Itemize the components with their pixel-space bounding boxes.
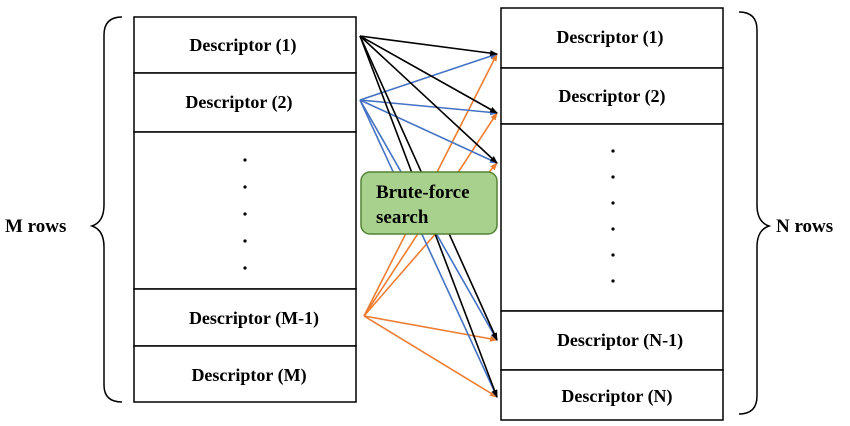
left-row-1 [133, 16, 357, 74]
left-vertical-ellipsis [243, 158, 247, 270]
left-row-m-label: Descriptor (M) [191, 365, 306, 386]
right-descriptor-table: Descriptor (1) Descriptor (2) Descriptor… [500, 7, 724, 421]
n-rows-label: N rows [776, 216, 833, 237]
left-descriptor-table: Descriptor (1) Descriptor (2) Descriptor… [133, 16, 357, 403]
left-row-m [133, 345, 357, 403]
left-curly-brace [89, 16, 123, 403]
right-row-n-1 [500, 310, 724, 371]
left-ellipsis-block [133, 131, 357, 290]
left-row-m-1-label: Descriptor (M-1) [189, 308, 319, 329]
search-box-line1: Brute-force [376, 182, 470, 203]
right-vertical-ellipsis [611, 149, 615, 283]
search-box-line2: search [376, 207, 429, 228]
arrow-left-1-to-right-1 [359, 35, 498, 57]
brute-force-search-box: Brute-force search [360, 171, 498, 235]
left-row-m-1 [133, 288, 357, 347]
right-row-1-label: Descriptor (1) [556, 27, 663, 48]
right-row-2 [500, 67, 724, 125]
left-row-2-label: Descriptor (2) [185, 92, 292, 113]
arrow-left-2-to-right-1 [359, 53, 498, 101]
right-row-2-label: Descriptor (2) [558, 86, 665, 107]
arrow-left-2-to-right-3 [359, 99, 498, 164]
arrow-left-1-to-right-2 [359, 35, 498, 114]
search-box-background [360, 171, 498, 235]
arrow-left-2-to-right-2 [359, 99, 498, 116]
right-row-n-1-label: Descriptor (N-1) [557, 330, 683, 351]
right-row-n [500, 369, 724, 421]
arrow-left-2-to-right-N [359, 99, 498, 398]
right-curly-brace [738, 11, 772, 415]
left-row-2 [133, 72, 357, 133]
m-rows-label: M rows [5, 216, 66, 237]
right-row-1 [500, 7, 724, 69]
arrow-left-M-1-to-right-N-1 [363, 315, 498, 342]
arrow-left-M-1-to-right-N [363, 315, 498, 398]
arrow-left-1-to-right-3 [359, 35, 498, 164]
left-row-1-label: Descriptor (1) [189, 35, 296, 56]
right-row-n-label: Descriptor (N) [561, 386, 672, 407]
